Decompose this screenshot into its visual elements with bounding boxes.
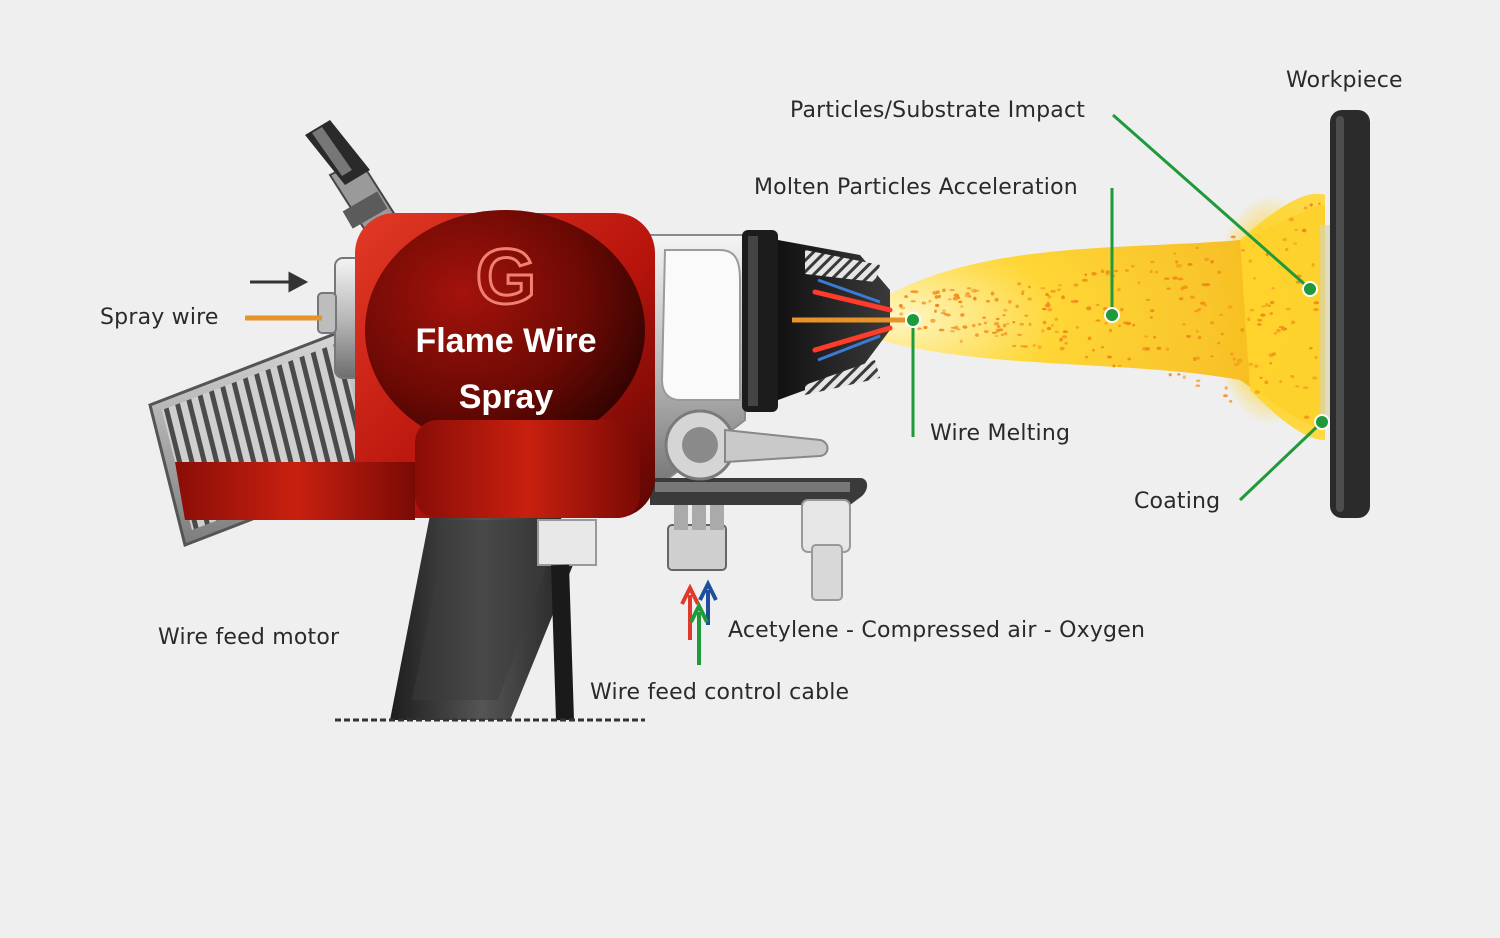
label-impact: Particles/Substrate Impact <box>790 98 1086 123</box>
gun-body <box>175 210 655 520</box>
gun-handle <box>335 515 645 722</box>
oxygen-arrow-icon <box>689 601 709 665</box>
wire-direction-arrow-icon <box>250 271 309 293</box>
gas-inlet-arrows <box>680 579 718 665</box>
molten-particles <box>898 202 1321 419</box>
brand-logo: G <box>476 232 537 320</box>
acetylene-arrow-icon <box>680 583 700 640</box>
label-gases: Acetylene - Compressed air - Oxygen <box>728 618 1146 643</box>
gun-title-line1: Flame Wire <box>415 322 596 360</box>
label-molten-particles: Molten Particles Acceleration <box>754 175 1078 200</box>
gun-title-line2: Spray <box>459 378 554 416</box>
spray-plume <box>880 193 1330 440</box>
label-coating: Coating <box>1134 489 1221 514</box>
leader-dots <box>905 281 1330 430</box>
workpiece-bar <box>1320 110 1370 518</box>
label-wire-feed-motor: Wire feed motor <box>158 625 340 650</box>
label-workpiece: Workpiece <box>1286 68 1403 93</box>
valve-block <box>629 234 868 601</box>
adjustment-knob <box>305 120 397 232</box>
label-spray-wire: Spray wire <box>100 305 219 330</box>
leader-lines <box>911 113 1324 502</box>
label-control-cable: Wire feed control cable <box>590 680 850 705</box>
label-wire-melting: Wire Melting <box>930 421 1071 446</box>
air-arrow-icon <box>698 579 718 625</box>
